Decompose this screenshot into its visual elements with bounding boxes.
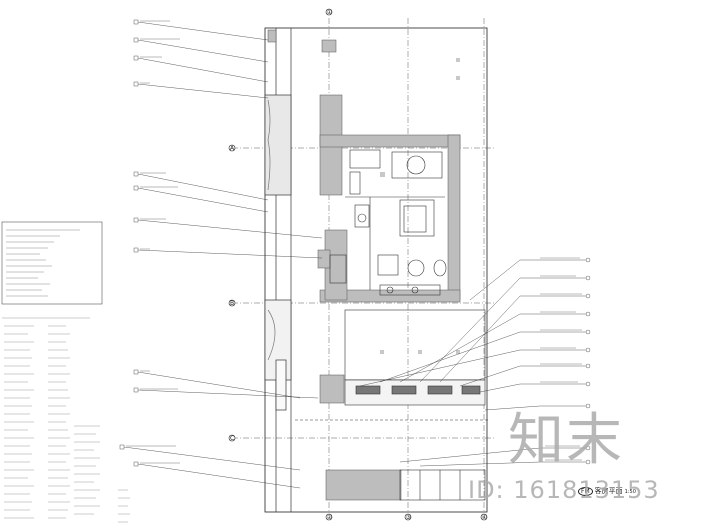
- watermark-brand: 知末: [508, 408, 624, 473]
- scale-marker-title: 客房平面: [594, 487, 623, 495]
- axis-label-a: A: [230, 145, 235, 152]
- left-annotation-tags: [119, 19, 323, 489]
- core-walls: [267, 29, 461, 501]
- axis-label-3: ③: [406, 514, 411, 521]
- plan-outline: [264, 27, 488, 513]
- axis-label-4: ④: [482, 514, 487, 521]
- axis-label-b: B: [230, 300, 234, 307]
- left-corridor: [264, 28, 292, 512]
- axis-label-2: ②: [327, 514, 333, 521]
- room-furniture: [329, 149, 447, 296]
- watermark-id: ID: 161813153: [468, 476, 660, 504]
- scale-marker-ratio: 1:50: [624, 489, 636, 495]
- axis-label-1: ①: [327, 9, 332, 16]
- lower-bay: [295, 309, 490, 501]
- accent-marks: [380, 58, 460, 354]
- axis-bubbles: [228, 8, 488, 521]
- right-annotation-tags: [359, 257, 591, 467]
- right-annotation-text-bars: [540, 257, 582, 461]
- legend-table: [2, 317, 130, 523]
- notes-box: [1, 221, 103, 305]
- scale-marker-number: FM: [578, 487, 593, 496]
- left-annotation-text-bars: [126, 20, 180, 464]
- axis-label-c: C: [230, 435, 234, 442]
